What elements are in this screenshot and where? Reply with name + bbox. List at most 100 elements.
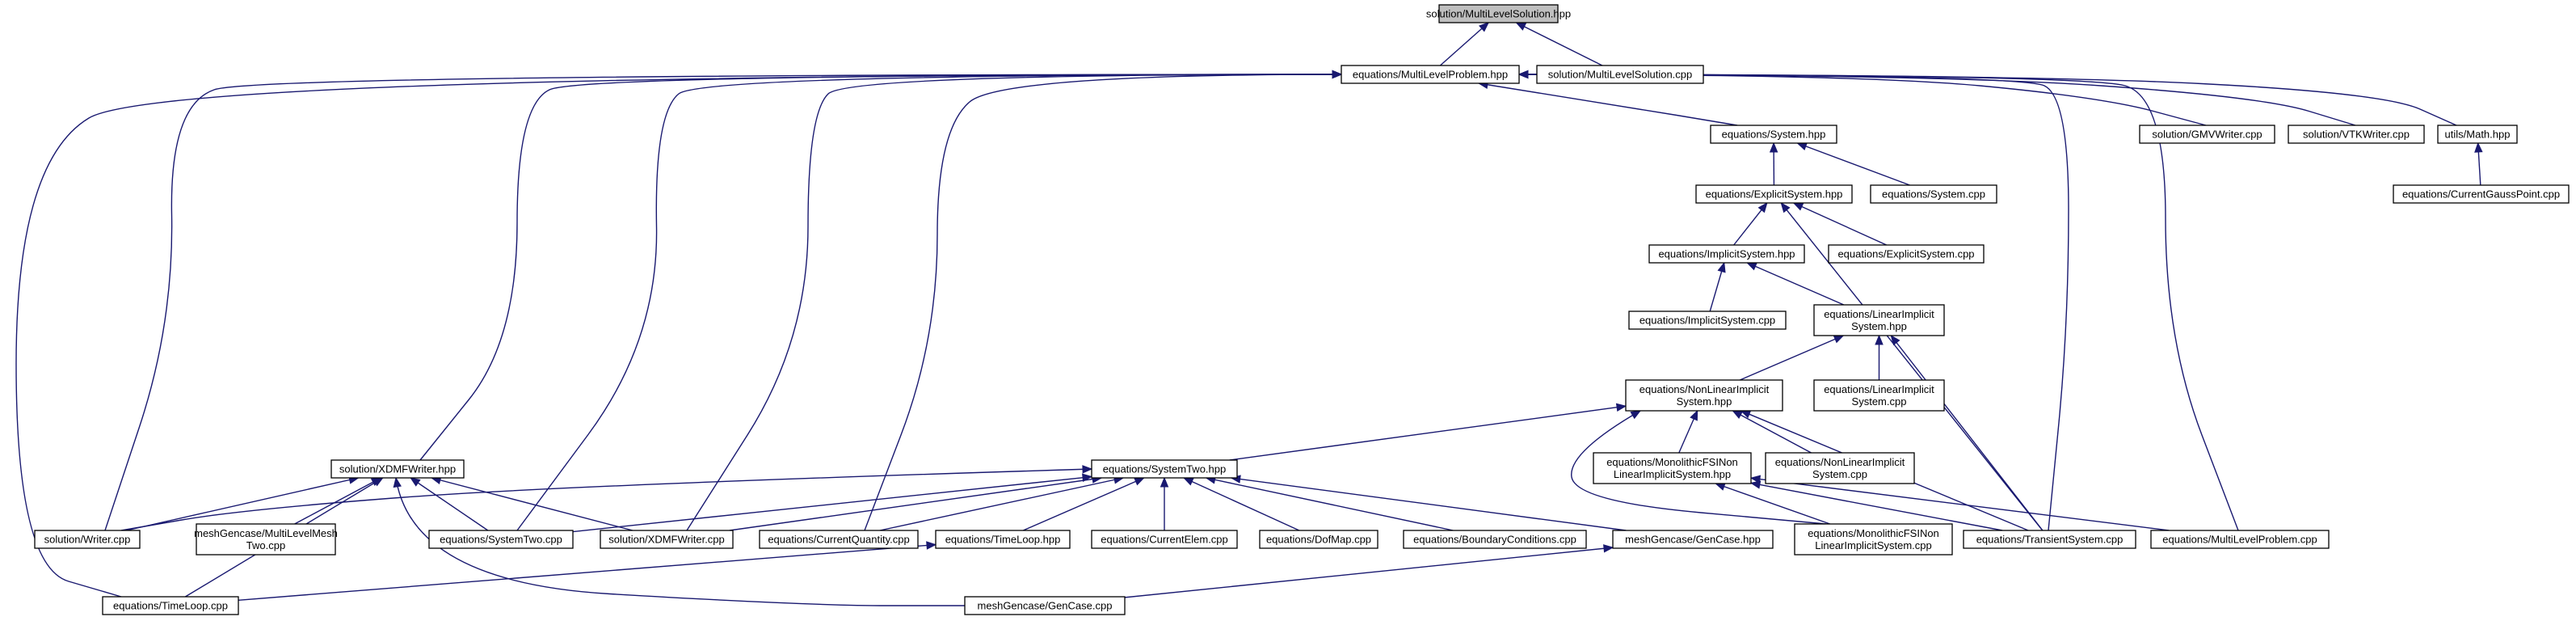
arrowhead-nonlin_hpp-to-mfsi_hpp xyxy=(1690,409,1698,421)
node-vtk_cpp[interactable]: solution/VTKWriter.cpp xyxy=(2288,125,2425,144)
node-linimp_hpp[interactable]: equations/LinearImplicitSystem.hpp xyxy=(1813,304,1945,336)
node-label-tl_cpp: equations/TimeLoop.cpp xyxy=(113,600,228,612)
edge-xdmf_hpp-to-writer_cpp xyxy=(126,477,359,531)
node-mlp_hpp[interactable]: equations/MultiLevelProblem.hpp xyxy=(1341,65,1520,84)
node-cgp_cpp[interactable]: equations/CurrentGaussPoint.cpp xyxy=(2393,184,2570,204)
edge-mfsi_hpp-to-mfsi_cpp xyxy=(1715,483,1830,525)
node-box-mlp_cpp xyxy=(2150,530,2330,549)
node-label-explicit_hpp: equations/ExplicitSystem.hpp xyxy=(1706,188,1843,201)
edge-explicit_hpp-to-ts_cpp xyxy=(1780,202,2044,531)
arrowhead-explicit_hpp-to-explicit_cpp xyxy=(1792,202,1804,211)
node-gmv_cpp[interactable]: solution/GMVWriter.cpp xyxy=(2139,125,2275,144)
node-label-linimp_cpp: System.cpp xyxy=(1852,395,1907,408)
node-mfsi_cpp[interactable]: equations/MonolithicFSINonLinearImplicit… xyxy=(1794,523,1953,556)
node-box-ce_cpp xyxy=(1091,530,1238,549)
node-writer_cpp[interactable]: solution/Writer.cpp xyxy=(34,530,141,549)
node-system_cpp[interactable]: equations/System.cpp xyxy=(1870,184,1997,204)
arrowhead-systwo_hpp-to-ce_cpp xyxy=(1160,476,1169,488)
node-ts_cpp[interactable]: equations/TransientSystem.cpp xyxy=(1963,530,2136,549)
arrowhead-root-to-mls_cpp xyxy=(1515,22,1527,31)
edge-mlp_hpp-to-cq_cpp xyxy=(864,74,1342,531)
node-system_hpp[interactable]: equations/System.hpp xyxy=(1710,125,1837,144)
node-tl_cpp[interactable]: equations/TimeLoop.cpp xyxy=(102,596,239,615)
arrowhead-math_hpp-to-cgp_cpp xyxy=(2474,142,2483,153)
node-box-ts_cpp xyxy=(1963,530,2136,549)
node-label-xdmf_cpp: solution/XDMFWriter.cpp xyxy=(608,534,725,546)
node-box-system_cpp xyxy=(1870,184,1997,204)
node-xdmf_hpp[interactable]: solution/XDMFWriter.hpp xyxy=(330,459,465,479)
arrowhead-systwo_hpp-to-tl_hpp xyxy=(1134,477,1145,486)
edge-systwo_hpp-to-writer_cpp xyxy=(120,468,1092,531)
node-box-root xyxy=(1438,4,1559,23)
arrowhead-explicit_hpp-to-ts_cpp xyxy=(1780,201,1791,213)
arrowhead-implicit_hpp-to-implicit_cpp xyxy=(1717,261,1726,273)
node-label-mfsi_cpp: equations/MonolithicFSINon xyxy=(1808,527,1939,539)
nodes-layer: solution/MultiLevelSolution.hpp equations… xyxy=(34,4,2570,615)
node-label-gc_hpp: meshGencase/GenCase.hpp xyxy=(1625,534,1761,546)
arrowhead-mfsi_hpp-to-ts_cpp xyxy=(1749,480,1762,489)
node-box-cgp_cpp xyxy=(2393,184,2570,204)
node-box-xdmf_cpp xyxy=(600,530,734,549)
node-linimp_cpp[interactable]: equations/LinearImplicitSystem.cpp xyxy=(1813,379,1945,412)
edge-xdmf_hpp-to-xdmf_cpp xyxy=(431,477,633,531)
node-tl_hpp[interactable]: equations/TimeLoop.hpp xyxy=(935,530,1071,549)
node-box-implicit_hpp xyxy=(1648,244,1805,264)
edge-nonlin_hpp-to-systwo_hpp xyxy=(1229,405,1627,461)
node-label-mfsi_cpp: LinearImplicitSystem.cpp xyxy=(1815,539,1932,551)
node-box-mlp_hpp xyxy=(1341,65,1520,84)
edge-systwo_hpp-to-cq_cpp xyxy=(879,477,1124,531)
node-box-mlmt_cpp xyxy=(196,523,336,556)
arrowhead-systwo_hpp-to-writer_cpp xyxy=(1082,465,1093,474)
node-box-bc_cpp xyxy=(1403,530,1587,549)
arrowhead-tl_hpp-to-tl_cpp xyxy=(926,541,937,550)
node-box-xdmf_hpp xyxy=(330,459,465,479)
node-root[interactable]: solution/MultiLevelSolution.hpp xyxy=(1426,4,1571,23)
node-gc_hpp[interactable]: meshGencase/GenCase.hpp xyxy=(1612,530,1774,549)
node-label-ts_cpp: equations/TransientSystem.cpp xyxy=(1976,534,2124,546)
node-explicit_cpp[interactable]: equations/ExplicitSystem.cpp xyxy=(1828,244,1985,264)
node-cq_cpp[interactable]: equations/CurrentQuantity.cpp xyxy=(759,530,919,549)
node-math_hpp[interactable]: utils/Math.hpp xyxy=(2437,125,2518,144)
node-implicit_cpp[interactable]: equations/ImplicitSystem.cpp xyxy=(1628,310,1787,330)
edge-mfsi_hpp-to-mlp_cpp xyxy=(1750,477,2170,531)
node-box-math_hpp xyxy=(2437,125,2518,144)
arrowhead-mlp_hpp-to-cq_cpp xyxy=(1332,70,1343,79)
node-systwo_hpp[interactable]: equations/SystemTwo.hpp xyxy=(1091,459,1238,479)
arrowhead-nonlin_hpp-to-systwo_hpp xyxy=(1615,403,1627,412)
node-bc_cpp[interactable]: equations/BoundaryConditions.cpp xyxy=(1403,530,1587,549)
node-box-mls_cpp xyxy=(1536,65,1704,84)
node-mls_cpp[interactable]: solution/MultiLevelSolution.cpp xyxy=(1536,65,1704,84)
node-mlp_cpp[interactable]: equations/MultiLevelProblem.cpp xyxy=(2150,530,2330,549)
edges-layer xyxy=(15,22,2483,606)
arrowhead-linimp_hpp-to-nonlin_hpp xyxy=(1833,335,1845,344)
arrowhead-mlp_hpp-to-mlp_cpp xyxy=(1517,70,1529,79)
node-implicit_hpp[interactable]: equations/ImplicitSystem.hpp xyxy=(1648,244,1805,264)
edge-system_hpp-to-system_cpp xyxy=(1797,142,1910,186)
node-label-gmv_cpp: solution/GMVWriter.cpp xyxy=(2152,129,2262,141)
node-box-gc_cpp xyxy=(964,596,1126,615)
arrowhead-nonlin_hpp-to-mfsi_cpp xyxy=(1630,410,1642,420)
node-ce_cpp[interactable]: equations/CurrentElem.cpp xyxy=(1091,530,1238,549)
node-label-mfsi_hpp: equations/MonolithicFSINon xyxy=(1606,456,1738,468)
node-dof_cpp[interactable]: equations/DofMap.cpp xyxy=(1259,530,1378,549)
node-gc_cpp[interactable]: meshGencase/GenCase.cpp xyxy=(964,596,1126,615)
node-box-linimp_cpp xyxy=(1813,379,1945,412)
arrowhead-system_hpp-to-explicit_hpp xyxy=(1769,142,1778,153)
node-label-mlmt_cpp: meshGencase/MultiLevelMesh xyxy=(194,527,338,539)
node-label-dof_cpp: equations/DofMap.cpp xyxy=(1266,534,1371,546)
node-label-ce_cpp: equations/CurrentElem.cpp xyxy=(1101,534,1228,546)
node-mfsi_hpp[interactable]: equations/MonolithicFSINonLinearImplicit… xyxy=(1593,452,1752,484)
node-label-system_hpp: equations/System.hpp xyxy=(1722,129,1826,141)
node-systwo_cpp[interactable]: equations/SystemTwo.cpp xyxy=(428,530,574,549)
node-label-nonlin_cpp: equations/NonLinearImplicit xyxy=(1775,456,1905,468)
node-xdmf_cpp[interactable]: solution/XDMFWriter.cpp xyxy=(600,530,734,549)
node-explicit_hpp[interactable]: equations/ExplicitSystem.hpp xyxy=(1695,184,1853,204)
edge-mlp_hpp-to-tl_cpp xyxy=(15,74,1342,598)
node-label-mlmt_cpp: Two.cpp xyxy=(246,539,285,551)
edge-nonlin_hpp-to-nonlin_cpp xyxy=(1732,410,1812,454)
arrowhead-xdmf_hpp-to-gc_cpp xyxy=(393,476,402,488)
